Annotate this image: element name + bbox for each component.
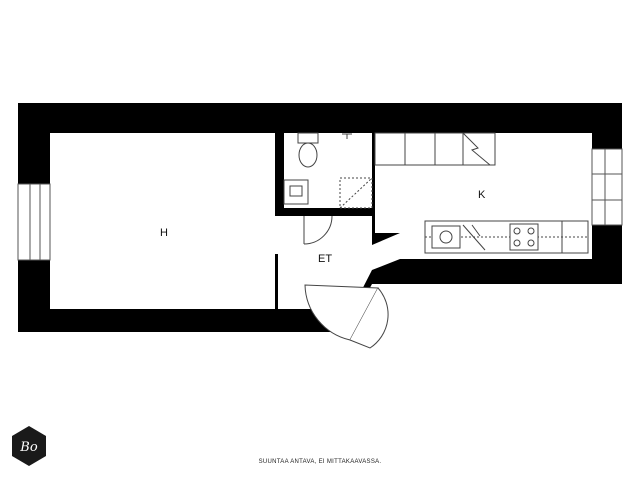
sink-icon — [283, 133, 352, 205]
window-east — [591, 148, 623, 226]
logo-icon: Bo — [12, 426, 46, 466]
wc-door-icon — [303, 215, 333, 245]
shower-icon — [339, 177, 373, 209]
stove-icon — [509, 223, 539, 251]
window-west — [17, 183, 51, 261]
svg-text:Bo: Bo — [19, 440, 38, 455]
room-label-k: K — [478, 189, 486, 201]
entrance-door-icon — [304, 284, 389, 349]
doorway-h — [274, 216, 279, 254]
room-label-h: H — [160, 227, 168, 239]
kitchen-sink-icon — [431, 225, 461, 249]
kitchen-upper-cabinets — [374, 132, 496, 166]
toilet-icon — [297, 132, 319, 168]
room-label-et: ET — [318, 253, 332, 265]
disclaimer-text: SUUNTAA ANTAVA, EI MITTAKAAVASSA. — [258, 459, 382, 465]
dishwasher-icon — [462, 224, 486, 251]
